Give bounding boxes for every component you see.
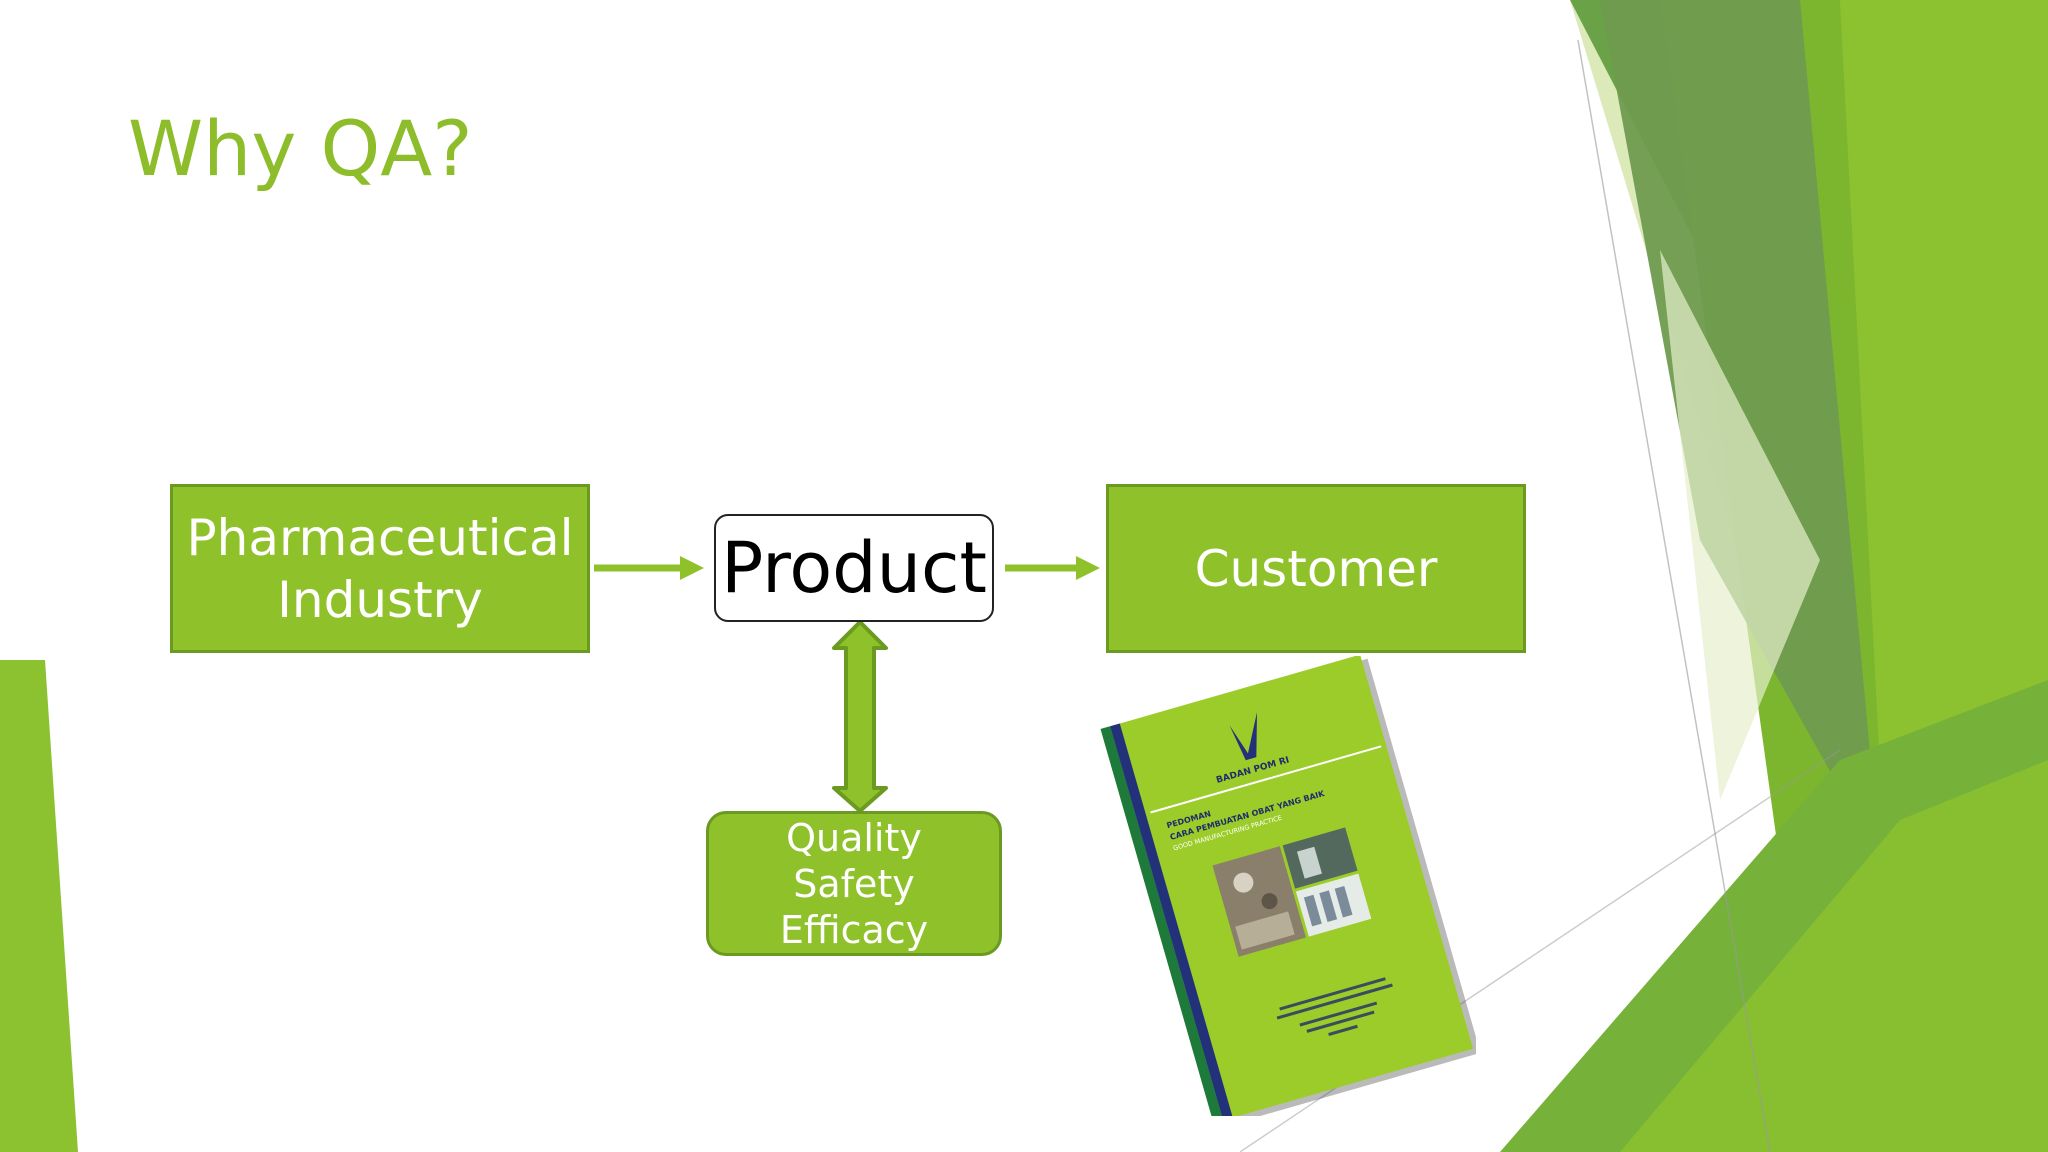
product-label: Product	[721, 527, 987, 609]
industry-box: Pharmaceutical Industry	[170, 484, 590, 653]
book-spine-stripe-blue	[1110, 723, 1233, 1116]
attribute-efficacy: Efficacy	[779, 907, 929, 952]
bg-shape-highlight	[1660, 250, 1820, 800]
bg-line-diagonal	[1577, 39, 1771, 1152]
book-spine-stripe-green	[1100, 726, 1224, 1116]
product-box: Product	[714, 514, 994, 622]
gmp-guideline-book-image: BADAN POM RI PEDOMAN CARA PEMBUATAN OBAT…	[1100, 656, 1476, 1116]
bg-shape-left	[0, 660, 78, 1152]
customer-box: Customer	[1106, 484, 1526, 653]
industry-label-line2: Industry	[277, 570, 483, 629]
industry-label-line1: Pharmaceutical	[186, 508, 574, 567]
arrow-industry-to-product	[594, 556, 704, 580]
attribute-quality: Quality	[786, 815, 922, 860]
customer-label: Customer	[1194, 539, 1438, 598]
attribute-safety: Safety	[793, 861, 915, 906]
bg-shape-bottom-bright	[1620, 760, 2048, 1152]
book-photo-collage	[1212, 827, 1372, 957]
book-logo-icon	[1229, 712, 1257, 761]
arrow-product-to-customer	[1005, 556, 1100, 580]
double-arrow-product-attributes	[832, 620, 888, 813]
slide-title: Why QA?	[128, 104, 473, 193]
attributes-box: Quality Safety Efficacy	[706, 811, 1002, 956]
book-footer-text	[1276, 977, 1393, 1036]
